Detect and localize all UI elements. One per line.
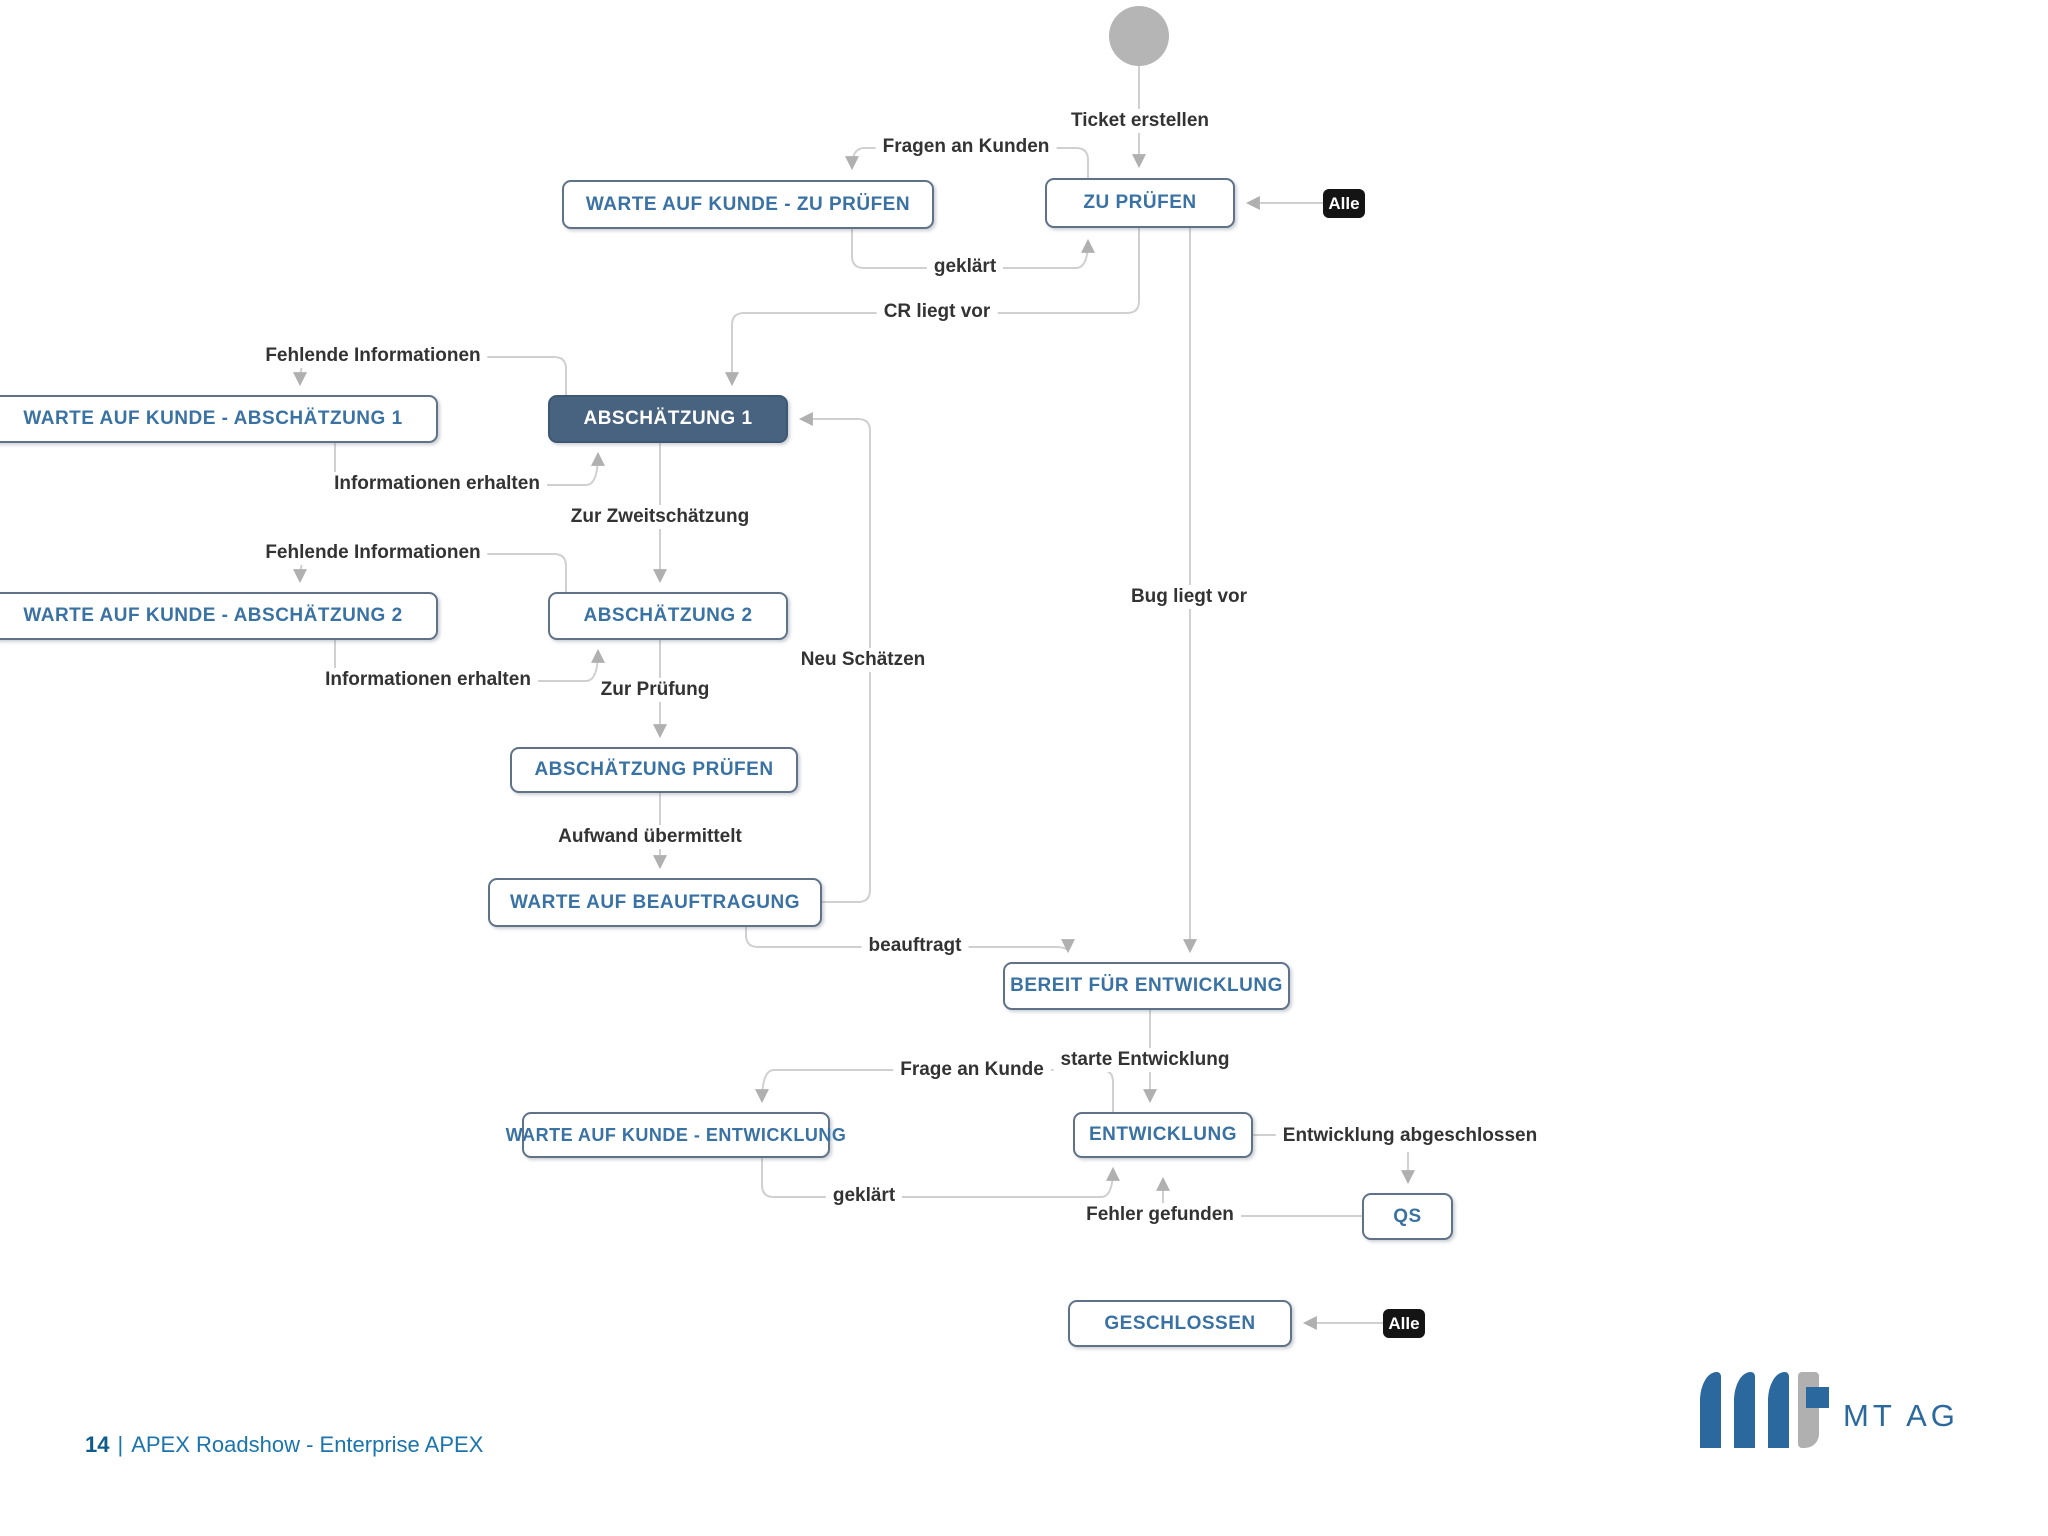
slide-footer: 14 | APEX Roadshow - Enterprise APEX <box>85 1432 483 1458</box>
edge-label-entwicklung-abgeschlossen: Entwicklung abgeschlossen <box>1275 1124 1545 1148</box>
edge-geklaert-1 <box>851 229 1095 269</box>
page-number: 14 <box>85 1432 110 1457</box>
state-geschlossen: GESCHLOSSEN <box>1068 1300 1292 1347</box>
edge-label-zur-zweitschaetzung: Zur Zweitschätzung <box>563 505 757 529</box>
edge-label-fragen-an-kunden: Fragen an Kunden <box>875 135 1057 159</box>
state-bereit-fuer-entwicklung: BEREIT FÜR ENTWICKLUNG <box>1003 962 1290 1010</box>
state-zu-pruefen: ZU PRÜFEN <box>1045 178 1235 228</box>
edge-label-cr-liegt-vor: CR liegt vor <box>876 300 998 324</box>
logo-wordmark: MT AG <box>1843 1398 1959 1433</box>
state-qs: QS <box>1362 1193 1453 1240</box>
logo-square-icon <box>1806 1387 1829 1408</box>
state-entwicklung: ENTWICKLUNG <box>1073 1112 1253 1158</box>
edge-label-bug-liegt-vor: Bug liegt vor <box>1123 585 1255 609</box>
state-warte-auf-beauftragung: WARTE AUF BEAUFTRAGUNG <box>488 878 822 927</box>
edge-beauftragt <box>745 927 1075 954</box>
state-abschaetzung-2: ABSCHÄTZUNG 2 <box>548 592 788 640</box>
edge-label-beauftragt: beauftragt <box>861 934 969 958</box>
edge-label-aufwand-uebermittelt: Aufwand übermittelt <box>551 825 749 849</box>
state-abschaetzung-1: ABSCHÄTZUNG 1 <box>548 395 788 443</box>
mtag-logo: MT AG <box>1700 1372 1980 1472</box>
edge-label-geklaert-1: geklärt <box>926 255 1004 279</box>
edge-label-zur-pruefung: Zur Prüfung <box>593 678 717 702</box>
edge-label-geklaert-2: geklärt <box>825 1184 903 1208</box>
edge-label-informationen-erhalten-1: Informationen erhalten <box>327 472 547 496</box>
edge-label-frage-an-kunde: Frage an Kunde <box>893 1058 1051 1082</box>
edge-label-fehlende-informationen-2: Fehlende Informationen <box>258 541 488 565</box>
state-warte-auf-kunde-zu-pruefen: WARTE AUF KUNDE - ZU PRÜFEN <box>562 180 934 229</box>
footer-title: APEX Roadshow - Enterprise APEX <box>131 1432 484 1457</box>
edge-label-neu-schaetzen: Neu Schätzen <box>793 648 933 672</box>
edge-fragen-an-kunden <box>845 147 1089 178</box>
edge-label-ticket-erstellen: Ticket erstellen <box>1063 109 1217 133</box>
badge-alle-zu-pruefen: Alle <box>1323 189 1365 218</box>
footer-separator: | <box>117 1432 124 1457</box>
state-abschaetzung-pruefen: ABSCHÄTZUNG PRÜFEN <box>510 747 798 793</box>
state-warte-auf-kunde-abschaetzung-1: WARTE AUF KUNDE - ABSCHÄTZUNG 1 <box>0 395 438 443</box>
edge-label-fehlende-informationen-1: Fehlende Informationen <box>258 344 488 368</box>
logo-bar-1-icon <box>1700 1372 1721 1448</box>
logo-bar-2-icon <box>1734 1372 1755 1448</box>
edge-fehlende-informationen-2 <box>293 553 567 592</box>
edge-label-informationen-erhalten-2: Informationen erhalten <box>318 668 538 692</box>
edge-label-fehler-gefunden: Fehler gefunden <box>1079 1203 1241 1227</box>
logo-t-bar-icon <box>1798 1372 1819 1448</box>
edge-label-starte-entwicklung: starte Entwicklung <box>1053 1048 1237 1072</box>
logo-bar-3-icon <box>1768 1372 1789 1448</box>
state-warte-auf-kunde-entwicklung: WARTE AUF KUNDE - ENTWICKLUNG <box>506 1112 846 1158</box>
start-node <box>1109 6 1169 66</box>
edge-fehlende-informationen-1 <box>293 356 567 395</box>
edge-geklaert-2 <box>761 1158 1120 1198</box>
badge-alle-geschlossen: Alle <box>1383 1309 1425 1338</box>
state-warte-auf-kunde-abschaetzung-2: WARTE AUF KUNDE - ABSCHÄTZUNG 2 <box>0 592 438 640</box>
